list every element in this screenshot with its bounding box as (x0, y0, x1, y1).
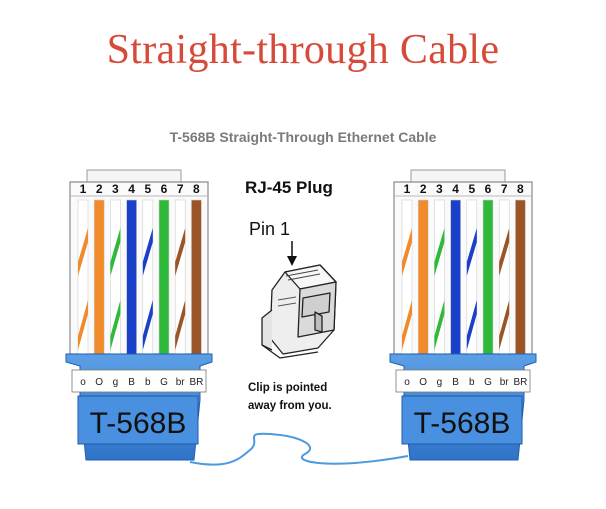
right-pin-number: 2 (420, 182, 427, 196)
plug-icon (261, 264, 337, 359)
diagram-subtitle: T-568B Straight-Through Ethernet Cable (169, 129, 437, 145)
left-wire-code: br (176, 377, 186, 388)
right-wire-BR (515, 199, 526, 361)
rj45-plug-illustration: RJ-45 Plug Pin 1 Clip is pointed away fr… (245, 178, 337, 412)
plug-note-line1: Clip is pointed (248, 382, 327, 394)
right-wire-B (450, 199, 461, 361)
right-wire-stripe (434, 228, 445, 276)
left-pin-number: 8 (193, 182, 200, 196)
left-pin-number: 1 (80, 182, 87, 196)
right-code-strip (395, 369, 531, 393)
left-wire-stripe (142, 300, 153, 350)
plug-note-line2: away from you. (248, 400, 332, 412)
left-wire-stripe (78, 300, 88, 350)
right-wire-code: BR (513, 377, 527, 388)
right-standard-label: T-568B (414, 407, 511, 440)
right-connector-tab (410, 169, 506, 183)
right-pin-number: 4 (452, 182, 459, 196)
right-wire-stripe (402, 228, 412, 276)
left-pin-number: 3 (112, 182, 119, 196)
right-wire-stripe (499, 228, 510, 276)
left-pin-number: 2 (96, 182, 103, 196)
left-wire-BR (191, 199, 202, 361)
left-wire-code: O (95, 377, 103, 388)
left-pin-number: 5 (144, 182, 151, 196)
right-pin-number: 7 (501, 182, 508, 196)
left-standard-label: T-568B (90, 407, 187, 440)
right-wire-code: b (469, 377, 475, 388)
right-pin-number: 1 (404, 182, 411, 196)
left-wire-stripe (110, 228, 121, 276)
right-wire-code: br (500, 377, 510, 388)
left-pin-number: 4 (128, 182, 135, 196)
right-wire-stripe (499, 300, 510, 350)
right-wire-stripe (466, 228, 477, 276)
plug-heading: RJ-45 Plug (245, 178, 333, 197)
pin1-label: Pin 1 (249, 219, 290, 239)
right-wire-stripe (466, 300, 477, 350)
right-pin-number: 3 (436, 182, 443, 196)
left-connector-tab (86, 169, 182, 183)
left-wire-code: B (128, 377, 135, 388)
right-pin-number: 8 (517, 182, 524, 196)
arrow-head-icon (287, 256, 297, 266)
right-wire-code: g (437, 377, 443, 388)
left-wire-code: BR (189, 377, 203, 388)
right-wire-code: G (484, 377, 492, 388)
left-wire-code: G (160, 377, 168, 388)
left-code-strip (71, 369, 207, 393)
page-title: Straight-through Cable (106, 27, 500, 73)
left-wire-G (158, 199, 170, 361)
right-wire-code: O (419, 377, 427, 388)
right-wire-G (482, 199, 494, 361)
left-wire-stripe (175, 228, 186, 276)
right-wire-code: o (404, 377, 410, 388)
right-standard-box (401, 395, 523, 445)
right-wire-stripe (402, 300, 412, 350)
right-wire-stripe (434, 300, 445, 350)
right-wire-code: B (452, 377, 459, 388)
right-wire-O (417, 199, 429, 361)
left-wire-stripe (175, 300, 186, 350)
right-pin-number: 5 (468, 182, 475, 196)
left-standard-box (77, 395, 199, 445)
left-wire-stripe (78, 228, 88, 276)
right-connector-body (393, 181, 533, 355)
cable-loop (189, 432, 409, 466)
left-wire-code: b (145, 377, 151, 388)
left-wire-B (126, 199, 137, 361)
left-connector-body (69, 181, 209, 355)
left-wire-stripe (110, 300, 121, 350)
left-wire-code: g (113, 377, 119, 388)
left-wire-code: o (80, 377, 86, 388)
left-pin-number: 6 (161, 182, 168, 196)
right-pin-number: 6 (485, 182, 492, 196)
left-wire-stripe (142, 228, 153, 276)
left-pin-number: 7 (177, 182, 184, 196)
left-wire-O (93, 199, 105, 361)
